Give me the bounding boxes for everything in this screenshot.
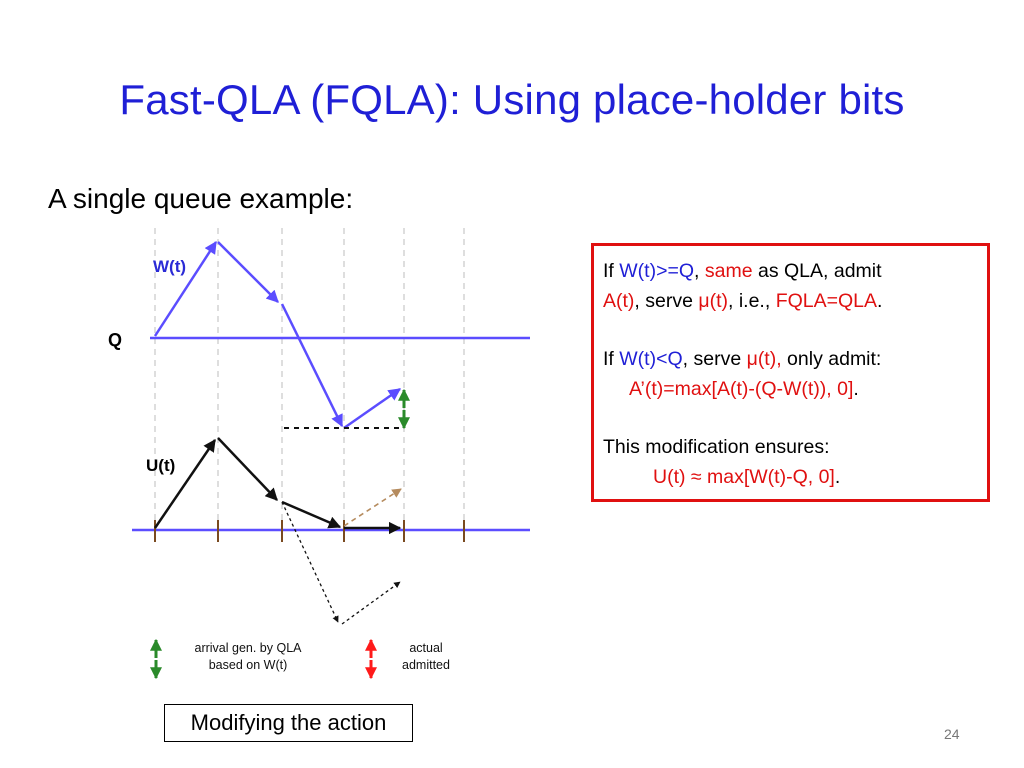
u-baseline-ticks bbox=[154, 520, 465, 542]
slide-title: Fast-QLA (FQLA): Using place-holder bits bbox=[119, 76, 905, 123]
legend-green-text-2: based on W(t) bbox=[209, 658, 288, 672]
time-gridlines bbox=[154, 228, 465, 540]
page-number: 24 bbox=[944, 726, 960, 742]
brown-dashed-arrow bbox=[343, 488, 402, 527]
u-trajectory bbox=[153, 437, 402, 535]
slide-subtitle: A single queue example: bbox=[48, 183, 354, 214]
legend-red-text-2: admitted bbox=[402, 658, 450, 672]
note-line-3: If W(t)<Q, serve μ(t), only admit: bbox=[603, 348, 882, 370]
note-line-4: A’(t)=max[A(t)-(Q-W(t)), 0]. bbox=[629, 378, 859, 400]
u-label: U(t) bbox=[146, 456, 175, 475]
q-label: Q bbox=[108, 330, 122, 350]
legend-green-text-1: arrival gen. by QLA bbox=[195, 641, 303, 655]
note-line-5: This modification ensures: bbox=[603, 436, 830, 458]
dotted-projection-path bbox=[281, 501, 401, 625]
note-line-1: If W(t)>=Q, same as QLA, admit bbox=[603, 260, 882, 282]
fqla-rule-box: If W(t)>=Q, same as QLA, admit A(t), ser… bbox=[591, 243, 990, 502]
legend-red-text-1: actual bbox=[409, 641, 442, 655]
note-line-2: A(t), serve μ(t), i.e., FQLA=QLA. bbox=[603, 290, 883, 312]
w-trajectory bbox=[153, 240, 402, 430]
w-label: W(t) bbox=[153, 257, 186, 276]
caption-box: Modifying the action bbox=[164, 704, 413, 742]
note-line-6: U(t) ≈ max[W(t)-Q, 0]. bbox=[653, 466, 841, 488]
